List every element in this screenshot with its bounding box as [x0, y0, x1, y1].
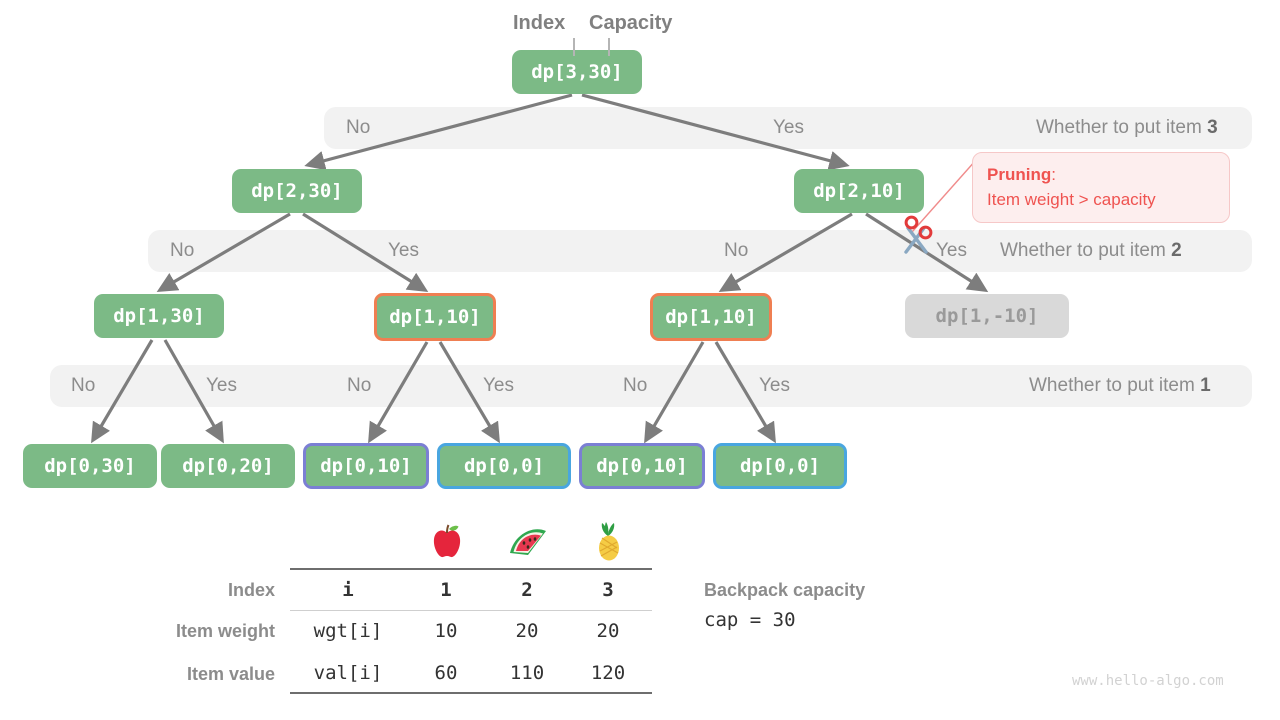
table-weight-1: 10	[434, 620, 458, 642]
band3-title: Whether to put item 3	[1036, 117, 1218, 139]
band3-choice-yes: Yes	[773, 117, 804, 138]
table-value-2: 110	[509, 662, 545, 684]
table-key-wgt: wgt[i]	[313, 620, 383, 642]
band3-title-prefix: Whether to put item	[1036, 117, 1208, 138]
leaf-dp-0-10-left[interactable]: dp[0,10]	[303, 443, 429, 489]
pruning-reason: Item weight > capacity	[987, 189, 1156, 209]
leaf-dp-0-0-right[interactable]: dp[0,0]	[713, 443, 847, 489]
backpack-capacity-value: cap = 30	[704, 609, 796, 631]
watermark: www.hello-algo.com	[1072, 673, 1224, 689]
band2-title-prefix: Whether to put item	[1000, 240, 1172, 261]
band1-choice-yes-1: Yes	[206, 375, 237, 396]
band3-title-num: 3	[1207, 117, 1218, 138]
band3-choice-no: No	[346, 117, 371, 138]
band2-choice-no-1: No	[170, 240, 195, 261]
band1-choice-no-3: No	[623, 375, 648, 396]
band2-choice-no-2: No	[724, 240, 749, 261]
scissors-icon	[904, 215, 933, 254]
node-dp-1-neg10-pruned[interactable]: dp[1,-10]	[905, 294, 1069, 338]
apple-icon	[433, 524, 461, 558]
capacity-tick	[608, 38, 610, 56]
node-dp-1-10-left[interactable]: dp[1,10]	[374, 293, 496, 341]
band1-choice-no-1: No	[71, 375, 96, 396]
pruning-title-line: Pruning:	[987, 163, 1215, 188]
band2-title: Whether to put item 2	[1000, 240, 1182, 262]
capacity-annotation-label: Capacity	[589, 12, 673, 34]
table-item-3: 3	[602, 579, 614, 601]
band1-choice-yes-2: Yes	[483, 375, 514, 396]
node-dp-1-10-right[interactable]: dp[1,10]	[650, 293, 772, 341]
table-item-1: 1	[440, 579, 452, 601]
table-row-label-weight: Item weight	[175, 621, 275, 641]
table-rule-mid	[290, 610, 652, 611]
table-weight-2: 20	[515, 620, 539, 642]
index-annotation-label: Index	[513, 12, 566, 34]
table-rule-top	[290, 568, 652, 570]
pruning-leader-line	[911, 159, 977, 233]
watermelon-icon	[510, 529, 546, 555]
band2-choice-yes-2: Yes	[936, 240, 967, 261]
index-tick	[573, 38, 575, 56]
table-weight-3: 20	[596, 620, 620, 642]
table-item-2: 2	[521, 579, 533, 601]
leaf-dp-0-20[interactable]: dp[0,20]	[161, 444, 295, 488]
table-key-i: i	[342, 579, 354, 601]
backpack-capacity-block: Backpack capacity cap = 30	[704, 580, 865, 631]
band-level-1	[50, 365, 1252, 407]
pruning-callout: Pruning: Item weight > capacity	[972, 152, 1230, 224]
node-dp-2-10[interactable]: dp[2,10]	[794, 169, 924, 213]
table-row-label-index: Index	[227, 580, 275, 600]
band1-title: Whether to put item 1	[1029, 375, 1211, 397]
band1-title-num: 1	[1200, 375, 1211, 396]
band1-choice-no-2: No	[347, 375, 372, 396]
table-key-val: val[i]	[313, 662, 383, 684]
table-rule-bottom	[290, 692, 652, 694]
band-level-2	[148, 230, 1252, 272]
leaf-dp-0-0-left[interactable]: dp[0,0]	[437, 443, 571, 489]
pruning-title: Pruning	[987, 165, 1052, 184]
band1-title-prefix: Whether to put item	[1029, 375, 1201, 396]
band-level-3	[324, 107, 1252, 149]
node-dp-1-30[interactable]: dp[1,30]	[94, 294, 224, 338]
table-value-1: 60	[434, 662, 458, 684]
table-row-label-value: Item value	[186, 664, 275, 684]
backpack-capacity-title: Backpack capacity	[704, 580, 866, 600]
table-value-3: 120	[590, 662, 626, 684]
node-root[interactable]: dp[3,30]	[512, 50, 642, 94]
band2-choice-yes-1: Yes	[388, 240, 419, 261]
node-dp-2-30[interactable]: dp[2,30]	[232, 169, 362, 213]
leaf-dp-0-10-right[interactable]: dp[0,10]	[579, 443, 705, 489]
pineapple-icon	[599, 522, 619, 561]
leaf-dp-0-30[interactable]: dp[0,30]	[23, 444, 157, 488]
band1-choice-yes-3: Yes	[759, 375, 790, 396]
pruning-colon: :	[1051, 165, 1056, 184]
band2-title-num: 2	[1171, 240, 1182, 261]
